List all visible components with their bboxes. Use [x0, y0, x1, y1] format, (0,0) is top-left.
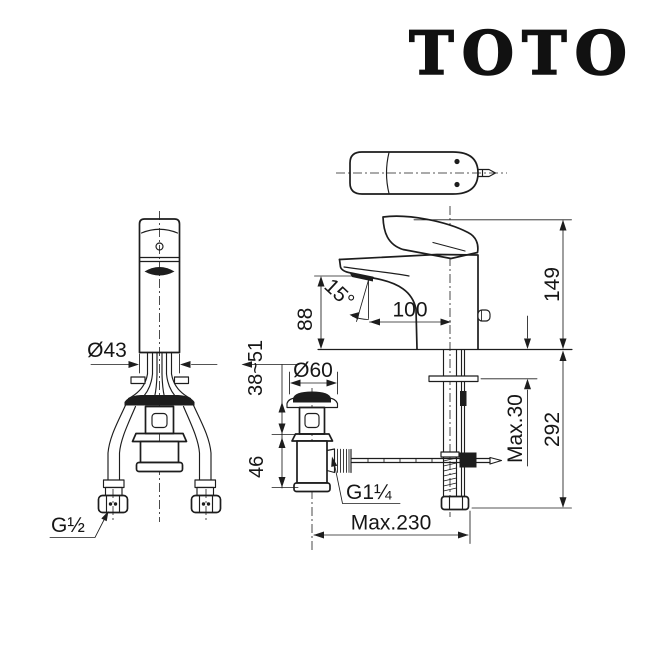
side-view: 88 15° 100 149	[294, 206, 573, 517]
body-diameter-label: Ø43	[87, 339, 127, 362]
top-view-dot-lower	[454, 181, 460, 188]
dim-spout-angle: 15°	[320, 274, 369, 322]
dim-height-above-deck: 149	[413, 219, 572, 349]
front-gasket	[124, 395, 195, 406]
toto-logo: TOTO	[409, 19, 635, 89]
mounting-washer	[428, 375, 479, 383]
side-lift-rod-knob	[477, 309, 491, 322]
dim-drain-thread: G1¼	[331, 456, 401, 504]
front-mount-tab-right	[173, 376, 190, 385]
front-valve-hole	[151, 412, 168, 429]
rod-clamp	[459, 452, 477, 468]
top-view-outline	[349, 151, 479, 195]
dim-spout-reach: 100	[369, 299, 451, 326]
front-body-outline	[138, 218, 181, 354]
height-above-deck-label: 149	[541, 267, 564, 302]
max-deck-thickness-label: Max.30	[504, 394, 527, 463]
dim-body-diameter: Ø43	[87, 339, 218, 374]
depth-below-deck-label: 292	[541, 412, 564, 447]
drain-assembly: 38~51 46 Ø60 G1¼ Max.230	[241, 340, 471, 552]
front-cap-curve	[140, 228, 179, 234]
front-spout-mouth	[144, 267, 175, 276]
dim-deck-thickness-range: 38~51	[241, 340, 300, 489]
front-shank-rim	[135, 461, 184, 473]
flange-diameter-label: Ø60	[293, 359, 333, 382]
side-lever-handle	[382, 215, 479, 260]
side-lever-edge	[432, 241, 466, 252]
mounting-nut	[440, 495, 470, 511]
top-view-seam	[385, 151, 390, 195]
front-button	[155, 242, 164, 251]
rod-clevis	[460, 391, 467, 406]
top-view-dot-upper	[454, 158, 460, 165]
drain-upper-body	[298, 406, 326, 435]
spout-angle-label: 15°	[320, 274, 359, 312]
dim-outlet-height: 88	[294, 275, 361, 349]
dim-drain-body-height: 46	[246, 437, 299, 488]
spout-reach-label: 100	[392, 299, 427, 322]
outlet-height-label: 88	[294, 308, 317, 331]
side-aerator	[350, 273, 373, 282]
drain-body-hole	[304, 412, 320, 429]
shank-threads	[443, 457, 457, 492]
drain-thread-label: G1¼	[346, 481, 392, 504]
drain-plug-dome	[293, 391, 331, 403]
front-supply-hoses	[102, 402, 217, 497]
dim-max-deck-thickness: Max.30	[480, 315, 538, 467]
front-view: Ø43 G½	[49, 211, 222, 538]
top-view	[336, 151, 507, 195]
dim-depth-below-deck: 292	[471, 350, 572, 509]
side-body	[338, 253, 491, 350]
side-shank-assembly	[350, 349, 503, 511]
drain-side-outlet	[326, 448, 352, 474]
front-shank-cylinder	[139, 440, 180, 464]
deck-thickness-range-label: 38~51	[245, 340, 267, 396]
front-mount-tab-left	[130, 376, 146, 385]
supply-thread-label: G½	[51, 514, 85, 537]
front-nut-centerlines	[112, 489, 207, 523]
dim-max-reach: Max.230	[313, 510, 471, 544]
drain-body-height-label: 46	[246, 456, 268, 478]
front-valve-body	[144, 405, 175, 435]
drain-bottom-rim	[293, 482, 331, 493]
dim-supply-thread: G½	[49, 511, 109, 538]
max-reach-label: Max.230	[351, 512, 432, 535]
dim-flange-diameter: Ø60	[289, 359, 338, 395]
popup-linkage-rod	[350, 452, 503, 468]
drain-lower-body	[296, 440, 328, 484]
front-handle-split-lines	[138, 256, 181, 263]
